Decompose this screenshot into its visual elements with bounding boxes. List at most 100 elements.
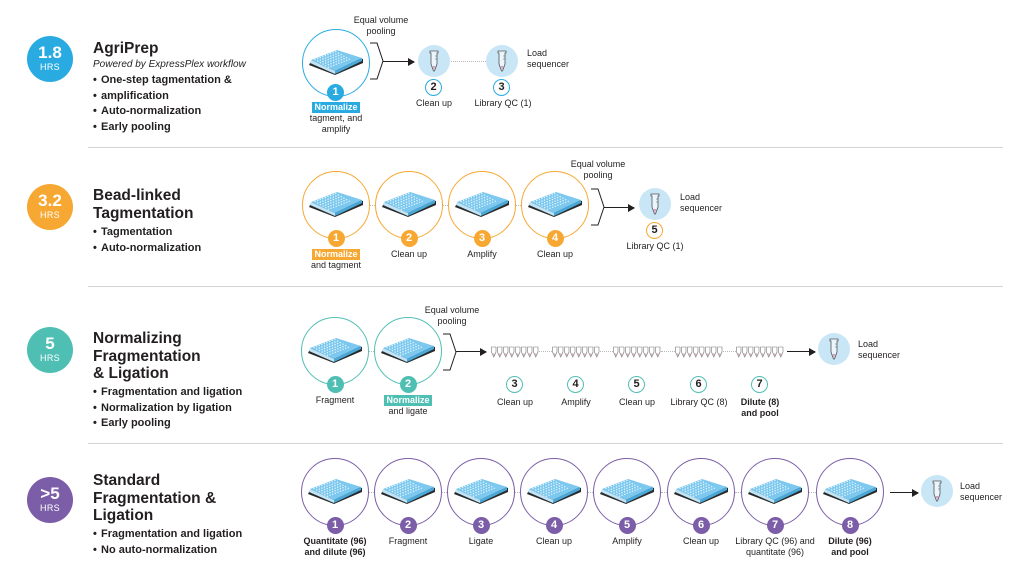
feature-item: Tagmentation [93, 225, 201, 241]
feature-item: Auto-normalization [93, 241, 201, 257]
step-number-1: 1 [327, 230, 345, 247]
step-label-3: Amplify [467, 249, 497, 259]
plate-icon [748, 479, 802, 504]
time-badge-beadlinked: 3.2 HRS [27, 184, 73, 230]
feature-item-continued: amplification [93, 89, 232, 105]
plate-icon [674, 479, 728, 504]
feature-list-beadlinked: Tagmentation Auto-normalization [93, 225, 201, 256]
time-value: 3.2 [38, 191, 62, 210]
connector-dots [723, 351, 736, 352]
arrow [890, 488, 919, 497]
step-number-3: 3 [473, 230, 491, 247]
feature-item: No auto-normalization [93, 543, 242, 559]
plate-icon [455, 192, 509, 217]
step-number-2: 2 [399, 376, 417, 393]
time-value: 1.8 [38, 43, 62, 62]
feature-list-agriprep: One-step tagmentation & amplification Au… [93, 73, 232, 135]
time-unit: HRS [40, 210, 60, 220]
step-label-2: Clean up [390, 249, 428, 259]
row-divider [88, 443, 1003, 444]
pooling-bracket [370, 42, 384, 80]
tube-icon [829, 338, 839, 360]
normalize-highlight: Normalize [312, 102, 360, 113]
step-number-3: 3 [493, 79, 510, 96]
step-number-4: 4 [567, 376, 584, 393]
arrow [787, 347, 816, 356]
feature-item: Early pooling [93, 416, 242, 432]
step-label-5: Amplify [612, 536, 642, 546]
tube-strip-icon [491, 346, 539, 358]
arrow [383, 57, 415, 66]
step-number-7: 7 [766, 517, 784, 534]
connector-dots [809, 492, 816, 493]
feature-list-standard: Fragmentation and ligation No auto-norma… [93, 527, 242, 558]
arrow [604, 203, 635, 212]
connector-dots [370, 205, 375, 206]
step-number-4: 4 [545, 517, 563, 534]
tube-icon [650, 193, 660, 215]
step-label-4: Clean up [535, 536, 573, 546]
step-label-1: Fragment [315, 395, 355, 405]
plate-icon [381, 338, 435, 363]
connector-dots [443, 205, 448, 206]
step-number-3: 3 [472, 517, 490, 534]
step-number-5: 5 [628, 376, 645, 393]
connector-dots [661, 492, 667, 493]
step-label-3: Library QC (1) [474, 98, 532, 108]
step-label-4: Clean up [536, 249, 574, 259]
time-badge-agriprep: 1.8 HRS [27, 36, 73, 82]
step-label-2: Clean up [415, 98, 453, 108]
step-label-5: Clean up [618, 397, 656, 407]
workflow-title-agriprep: AgriPrep [93, 40, 159, 57]
connector-dots [451, 61, 486, 62]
feature-item: Fragmentation and ligation [93, 527, 242, 543]
connector-dots [369, 492, 374, 493]
plate-icon [600, 479, 654, 504]
tube-strip-icon [613, 346, 661, 358]
time-badge-normalizing: 5 HRS [27, 327, 73, 373]
time-value: >5 [40, 484, 60, 503]
feature-item: Auto-normalization [93, 104, 232, 120]
connector-dots [442, 492, 447, 493]
pooling-bracket [443, 333, 457, 371]
step-label-1: Quantitate (96)and dilute (96) [303, 536, 367, 557]
plate-icon [527, 479, 581, 504]
tube-strip-icon [736, 346, 784, 358]
plate-icon [309, 192, 363, 217]
step-label-8: Dilute (96)and pool [828, 536, 872, 557]
plate-icon [308, 338, 362, 363]
tube-strip-icon [552, 346, 600, 358]
step-label-4: Amplify [561, 397, 591, 407]
plate-icon [308, 479, 362, 504]
plate-icon [382, 192, 436, 217]
workflow-subtitle: Powered by ExpressPlex workflow [93, 59, 246, 70]
connector-dots [600, 351, 613, 352]
tube-strip-icon [675, 346, 723, 358]
row-divider [88, 147, 1003, 148]
time-unit: HRS [40, 353, 60, 363]
step-label-2: Fragment [388, 536, 428, 546]
time-badge-standard: >5 HRS [27, 477, 73, 523]
step-number-2: 2 [399, 517, 417, 534]
step-number-2: 2 [400, 230, 418, 247]
feature-list-normalizing: Fragmentation and ligation Normalization… [93, 385, 242, 432]
normalize-highlight: Normalize [312, 249, 360, 260]
feature-item: One-step tagmentation & [93, 73, 232, 89]
connector-dots [588, 492, 593, 493]
connector-dots [369, 351, 374, 352]
connector-dots [735, 492, 741, 493]
plate-icon [309, 50, 363, 75]
step-label-3: Clean up [496, 397, 534, 407]
tube-icon [429, 50, 439, 72]
step-number-8: 8 [841, 517, 859, 534]
